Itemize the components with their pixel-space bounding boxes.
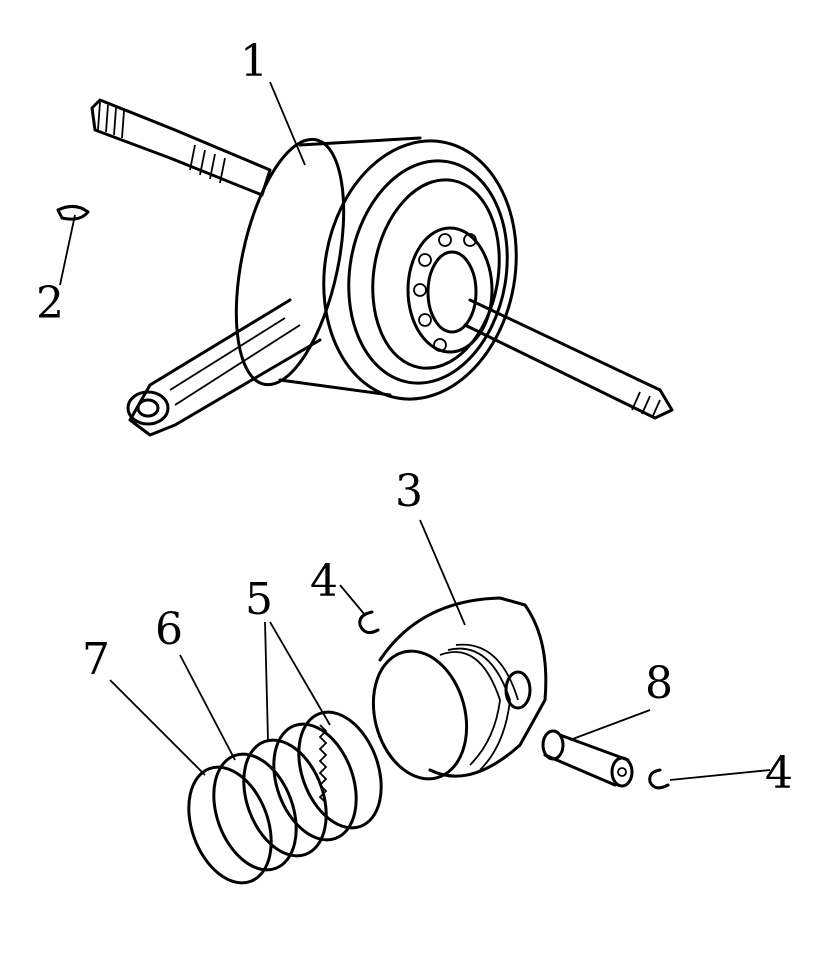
callout-5: 5 — [245, 574, 273, 625]
callout-7: 7 — [82, 634, 110, 685]
clip-left-drawing — [358, 610, 380, 635]
callout-1: 1 — [240, 36, 268, 87]
piston-rings-drawing — [187, 710, 383, 885]
leader-lines — [59, 81, 771, 781]
callout-4-left: 4 — [310, 556, 338, 607]
callout-4-right: 4 — [765, 748, 793, 799]
piston-pin-drawing — [541, 729, 634, 788]
crankshaft-drawing — [90, 98, 674, 437]
callout-3: 3 — [395, 466, 423, 517]
callout-8: 8 — [645, 658, 673, 709]
callout-6: 6 — [155, 604, 183, 655]
clip-right-drawing — [648, 768, 670, 790]
callout-2: 2 — [36, 278, 64, 329]
piston-drawing — [371, 596, 548, 781]
woodruff-key-drawing — [56, 205, 90, 221]
